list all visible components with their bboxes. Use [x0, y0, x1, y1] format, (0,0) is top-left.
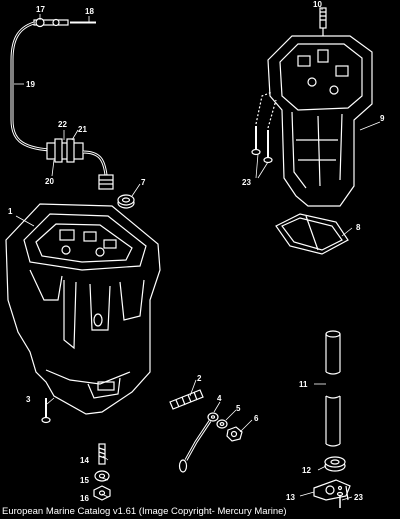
callout-23-lower: 23	[354, 493, 363, 502]
sensor-probe	[319, 7, 327, 36]
callout-2: 2	[197, 374, 202, 383]
callout-23-upper: 23	[242, 178, 251, 187]
image-caption: European Marine Catalog v1.61 (Image Cop…	[2, 506, 287, 517]
callout-19: 19	[26, 80, 35, 89]
grommet	[117, 194, 135, 209]
pickup-hose-assembly	[10, 17, 114, 190]
water-tube	[325, 330, 341, 447]
callout-8: 8	[356, 223, 361, 232]
callout-1: 1	[8, 207, 13, 216]
bracket-screw	[336, 491, 344, 508]
callout-11: 11	[299, 380, 308, 389]
callout-7: 7	[141, 178, 146, 187]
callout-9: 9	[380, 114, 385, 123]
callout-13: 13	[286, 493, 295, 502]
adapter-screws	[251, 91, 277, 164]
callout-17: 17	[36, 5, 45, 14]
seal	[324, 456, 346, 472]
nut	[226, 426, 243, 442]
callout-labels: 1 2 3 4 5 6 7 8 9 10 11 12 13 14 15 16 1…	[8, 0, 385, 503]
tube-bracket	[313, 479, 351, 501]
callout-15: 15	[80, 476, 89, 485]
callout-18: 18	[85, 7, 94, 16]
exhaust-adapter	[267, 35, 373, 207]
callout-10: 10	[313, 0, 322, 9]
callout-12: 12	[302, 466, 311, 475]
callout-14: 14	[80, 456, 89, 465]
ground-strap	[178, 412, 219, 473]
callout-5: 5	[236, 404, 241, 413]
leader-lines	[14, 8, 381, 501]
callout-21: 21	[78, 125, 87, 134]
driveshaft-housing	[5, 203, 161, 415]
callout-20: 20	[45, 177, 54, 186]
washer	[216, 419, 228, 429]
callout-16: 16	[80, 494, 89, 503]
stud-kit	[93, 443, 111, 501]
callout-3: 3	[26, 395, 31, 404]
gasket	[275, 213, 349, 255]
screw	[41, 398, 51, 424]
callout-22: 22	[58, 120, 67, 129]
stud	[169, 389, 204, 410]
callout-6: 6	[254, 414, 259, 423]
callout-4: 4	[217, 394, 222, 403]
